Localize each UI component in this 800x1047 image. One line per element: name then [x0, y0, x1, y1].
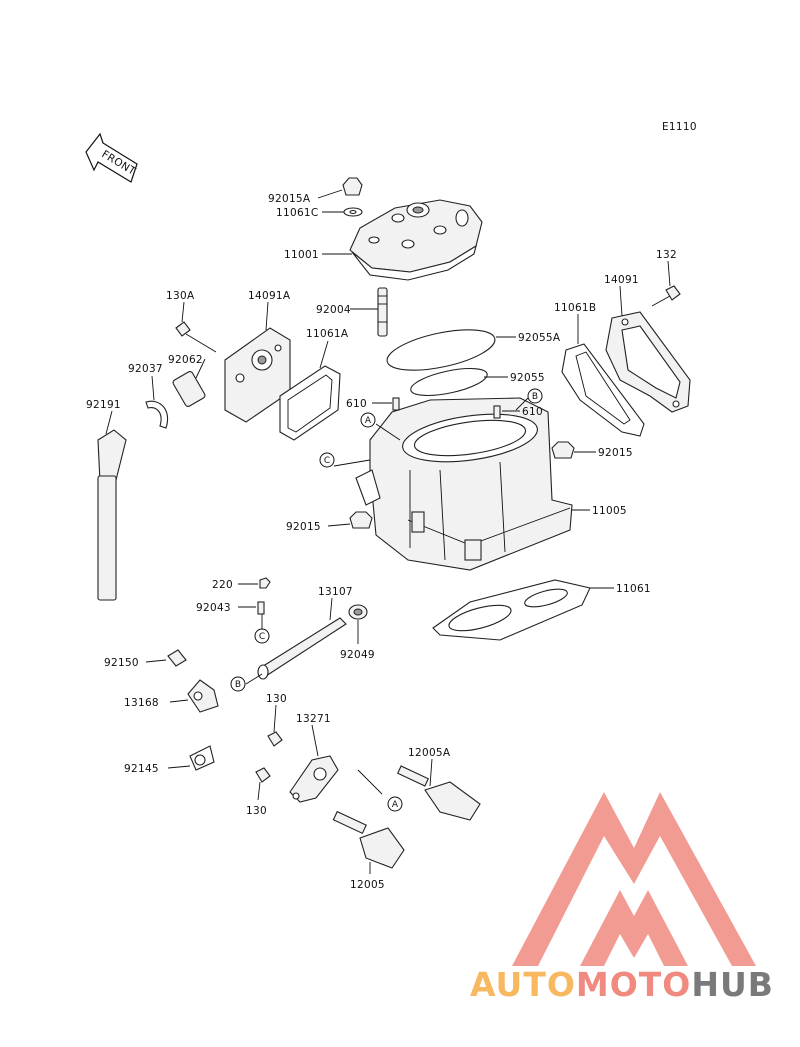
automotohub-logo — [512, 792, 756, 966]
shaft-part — [257, 617, 347, 680]
cylinder-head-part — [349, 199, 483, 281]
watermark-hub: HUB — [691, 965, 774, 1004]
clamp-part — [145, 400, 168, 429]
part-label: 92062 — [168, 354, 203, 366]
pin-part — [493, 405, 501, 419]
svg-text:AUTOMOTOHUB: AUTOMOTOHUB — [470, 965, 774, 1004]
svg-text:B: B — [235, 680, 241, 690]
marker-b: B — [527, 388, 543, 404]
part-label: 12005A — [408, 747, 451, 759]
nut-part — [349, 511, 373, 529]
part-label: 130 — [266, 693, 287, 705]
marker-a: A — [360, 412, 376, 428]
screw-part — [259, 577, 271, 589]
part-label: 11061A — [306, 328, 349, 340]
part-label: 11061B — [554, 302, 596, 314]
part-label: 92145 — [124, 763, 159, 775]
watermark-moto: MOTO — [576, 965, 691, 1004]
part-label: 92150 — [104, 657, 139, 669]
marker-c: C — [319, 452, 335, 468]
bracket-part — [289, 755, 339, 803]
collar-part — [172, 371, 206, 407]
bolt-part — [255, 767, 271, 783]
pin-part — [392, 397, 400, 411]
svg-text:A: A — [392, 800, 399, 810]
part-label: 92015A — [268, 193, 311, 205]
spring-part — [189, 745, 215, 771]
svg-text:B: B — [532, 392, 538, 402]
svg-text:A: A — [365, 416, 372, 426]
cylinder-part — [355, 397, 573, 571]
lever-part — [187, 679, 219, 713]
part-label: 92049 — [340, 649, 375, 661]
part-label: 92015 — [286, 521, 321, 533]
bolt-part — [651, 285, 681, 307]
part-label: 11061 — [616, 583, 651, 595]
o-ring-large-part — [386, 329, 496, 371]
part-label: 610 — [522, 406, 543, 418]
valve-holder-part — [224, 327, 291, 423]
watermark-auto: AUTO — [470, 965, 576, 1004]
part-label: 220 — [212, 579, 233, 591]
part-label: 130A — [166, 290, 195, 302]
part-label: 92043 — [196, 602, 231, 614]
part-label: 92055A — [518, 332, 561, 344]
diagram-code: E1110 — [662, 121, 697, 133]
svg-text:C: C — [259, 632, 265, 642]
part-label: 13168 — [124, 697, 159, 709]
head-nut-part — [342, 177, 363, 217]
pin-part — [257, 601, 265, 615]
marker-a: A — [387, 796, 403, 812]
marker-b: B — [230, 676, 246, 692]
valve-a-part — [396, 765, 481, 821]
part-label: 12005 — [350, 879, 385, 891]
part-label: 11001 — [284, 249, 319, 261]
valve-cover-part — [605, 311, 691, 413]
o-ring-small-part — [410, 367, 488, 397]
part-label: 14091A — [248, 290, 291, 302]
part-label: 14091 — [604, 274, 639, 286]
part-label: 13107 — [318, 586, 353, 598]
part-label: 92004 — [316, 304, 351, 316]
svg-text:C: C — [324, 456, 330, 466]
part-label: 11005 — [592, 505, 627, 517]
marker-c: C — [254, 628, 270, 644]
hose-part — [97, 429, 127, 601]
part-label: 92055 — [510, 372, 545, 384]
bolt-part — [175, 321, 217, 353]
leader-lines — [105, 189, 671, 874]
stud-part — [377, 287, 388, 337]
part-label: 132 — [656, 249, 677, 261]
part-label: 92037 — [128, 363, 163, 375]
bolt-part — [267, 731, 283, 747]
part-label: 610 — [346, 398, 367, 410]
nut-part — [551, 441, 575, 459]
holder-gasket-part — [279, 365, 341, 441]
valve-gasket-part — [561, 343, 645, 437]
valve-part — [332, 810, 405, 869]
part-label: 92015 — [598, 447, 633, 459]
bearing-part — [348, 604, 368, 620]
part-label: 130 — [246, 805, 267, 817]
bolt-part — [167, 649, 187, 667]
front-arrow-icon: FRONT — [85, 132, 138, 183]
part-label: 13271 — [296, 713, 331, 725]
part-label: 92191 — [86, 399, 121, 411]
part-label: 11061C — [276, 207, 319, 219]
